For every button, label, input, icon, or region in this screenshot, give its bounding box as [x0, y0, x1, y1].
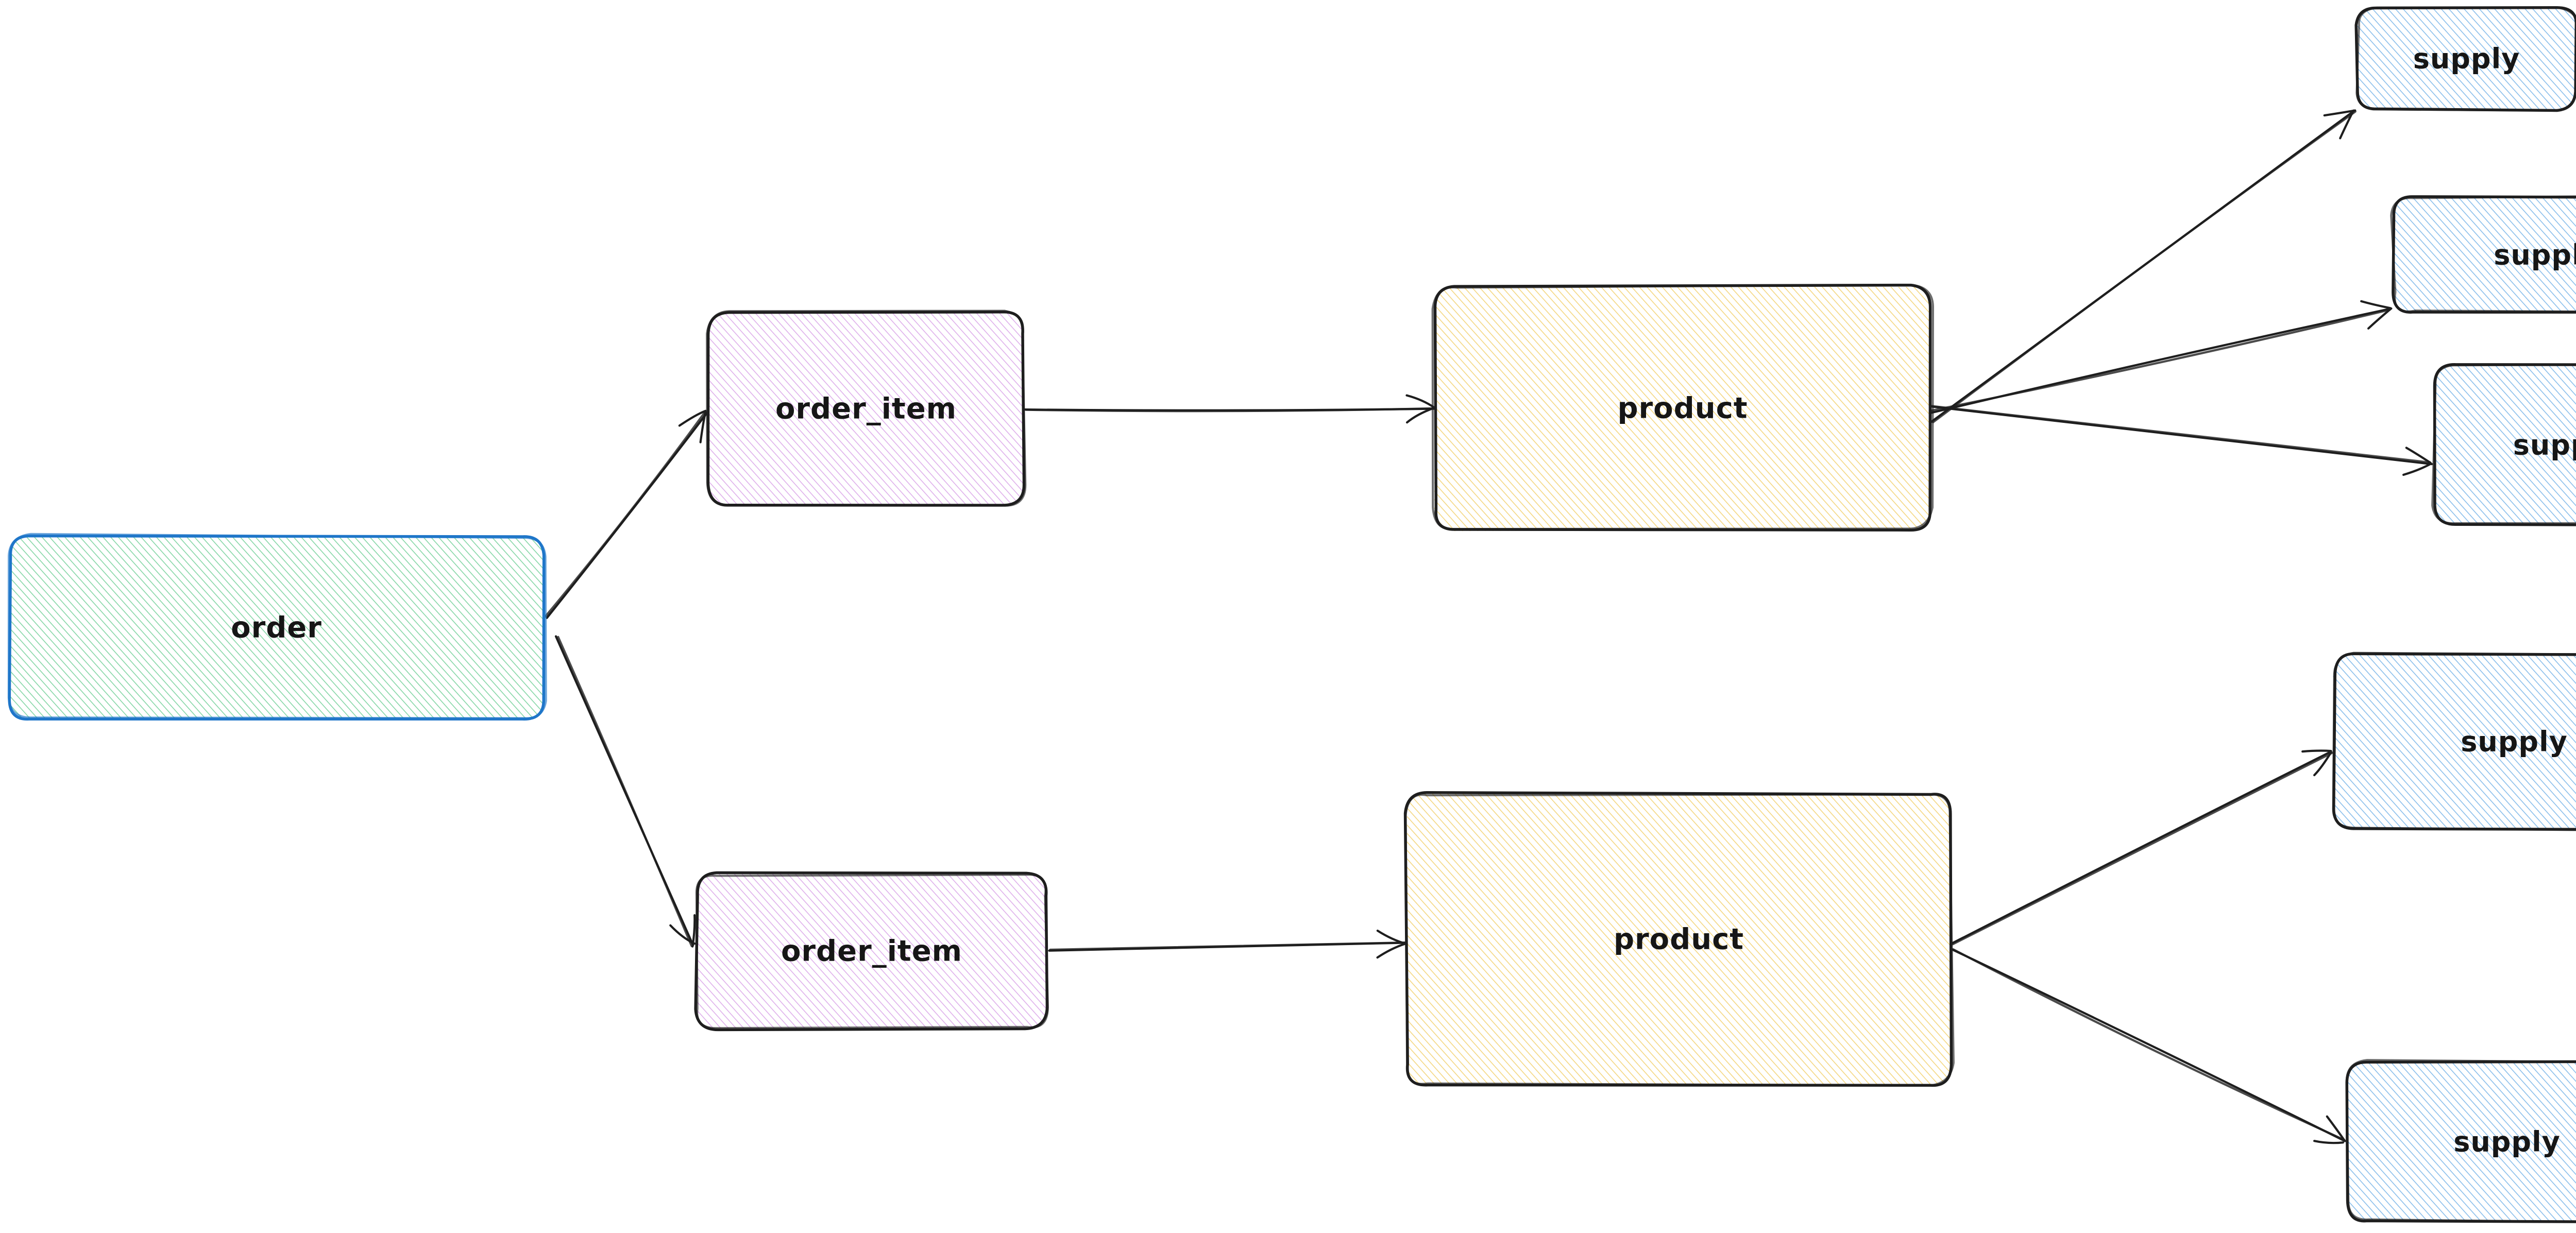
- node-product_bottom[interactable]: [1403, 791, 1955, 1087]
- node-fill: [1434, 286, 1931, 532]
- arrowhead-stroke: [2367, 307, 2393, 330]
- arrowhead-stroke: [669, 924, 696, 945]
- edges-layer: [544, 109, 2433, 1144]
- node-outline: [1431, 284, 1934, 530]
- edge-line: [1049, 941, 1406, 951]
- node-outline: [1404, 793, 1955, 1087]
- arrowhead-stroke: [2313, 751, 2332, 777]
- node-outline: [2355, 6, 2576, 112]
- arrowhead-stroke: [2405, 447, 2432, 464]
- edge-order-to-order_item_bottom[interactable]: [554, 635, 696, 948]
- edge-line: [1952, 751, 2333, 946]
- node-outline: [2392, 195, 2576, 314]
- arrowhead-stroke: [1405, 407, 1435, 424]
- edge-line: [1930, 309, 2391, 412]
- node-fill: [1406, 793, 1952, 1086]
- arrowhead-stroke: [678, 409, 707, 427]
- node-product_top[interactable]: [1431, 283, 1934, 532]
- node-outline: [2431, 364, 2576, 525]
- arrowhead-stroke: [2360, 300, 2392, 310]
- edge-line: [1932, 110, 2357, 423]
- edge-line: [1930, 405, 2432, 464]
- node-fill: [2333, 654, 2576, 829]
- node-fill: [696, 874, 1047, 1029]
- node-order_item_top[interactable]: [706, 310, 1027, 507]
- node-fill: [2434, 365, 2576, 525]
- edge-line: [1951, 948, 2346, 1142]
- node-outline: [695, 874, 1049, 1030]
- arrowhead-stroke: [1405, 394, 1435, 409]
- edge-product_top-to-supply_2[interactable]: [1930, 300, 2393, 414]
- edge-order_item_bottom-to-product_bottom[interactable]: [1048, 929, 1408, 959]
- edge-line: [557, 636, 693, 947]
- edge-product_top-to-supply_1[interactable]: [1930, 109, 2357, 423]
- node-fill: [2356, 8, 2576, 110]
- node-supply_4[interactable]: [2332, 652, 2576, 831]
- edge-line: [1951, 750, 2332, 945]
- node-outline: [2345, 1059, 2576, 1223]
- node-outline: [706, 310, 1027, 507]
- arrowhead-stroke: [691, 914, 696, 948]
- node-outline: [7, 533, 547, 720]
- edge-product_top-to-supply_3[interactable]: [1930, 405, 2433, 476]
- node-supply_2[interactable]: [2390, 195, 2576, 314]
- arrowhead-stroke: [2301, 749, 2332, 753]
- edge-line: [544, 410, 707, 618]
- node-supply_1[interactable]: [2354, 6, 2576, 112]
- arrowhead-stroke: [2326, 1115, 2346, 1142]
- node-order[interactable]: [7, 533, 547, 721]
- node-supply_5[interactable]: [2345, 1059, 2576, 1223]
- arrowhead-stroke: [1376, 943, 1406, 959]
- node-fill: [708, 313, 1025, 505]
- edge-order-to-order_item_top[interactable]: [544, 409, 709, 619]
- arrowhead-stroke: [2323, 109, 2357, 117]
- node-fill: [2392, 196, 2576, 314]
- node-fill: [2346, 1061, 2576, 1222]
- edge-line: [1025, 407, 1436, 413]
- node-fill: [9, 536, 544, 720]
- arrowhead-stroke: [2402, 463, 2432, 476]
- edge-line: [1952, 948, 2346, 1141]
- node-outline: [2390, 195, 2576, 313]
- arrowhead-stroke: [699, 410, 707, 443]
- node-outline: [2332, 652, 2576, 831]
- arrowhead-stroke: [1376, 929, 1408, 946]
- nodes-layer: [7, 6, 2576, 1223]
- edge-order_item_top-to-product_top[interactable]: [1024, 394, 1436, 424]
- arrowhead-stroke: [2339, 109, 2355, 140]
- edge-product_bottom-to-supply_5[interactable]: [1951, 948, 2346, 1144]
- node-order_item_bottom[interactable]: [694, 871, 1049, 1032]
- arrowhead-stroke: [2313, 1140, 2344, 1144]
- edge-product_bottom-to-supply_4[interactable]: [1951, 749, 2333, 946]
- node-supply_3[interactable]: [2431, 363, 2576, 526]
